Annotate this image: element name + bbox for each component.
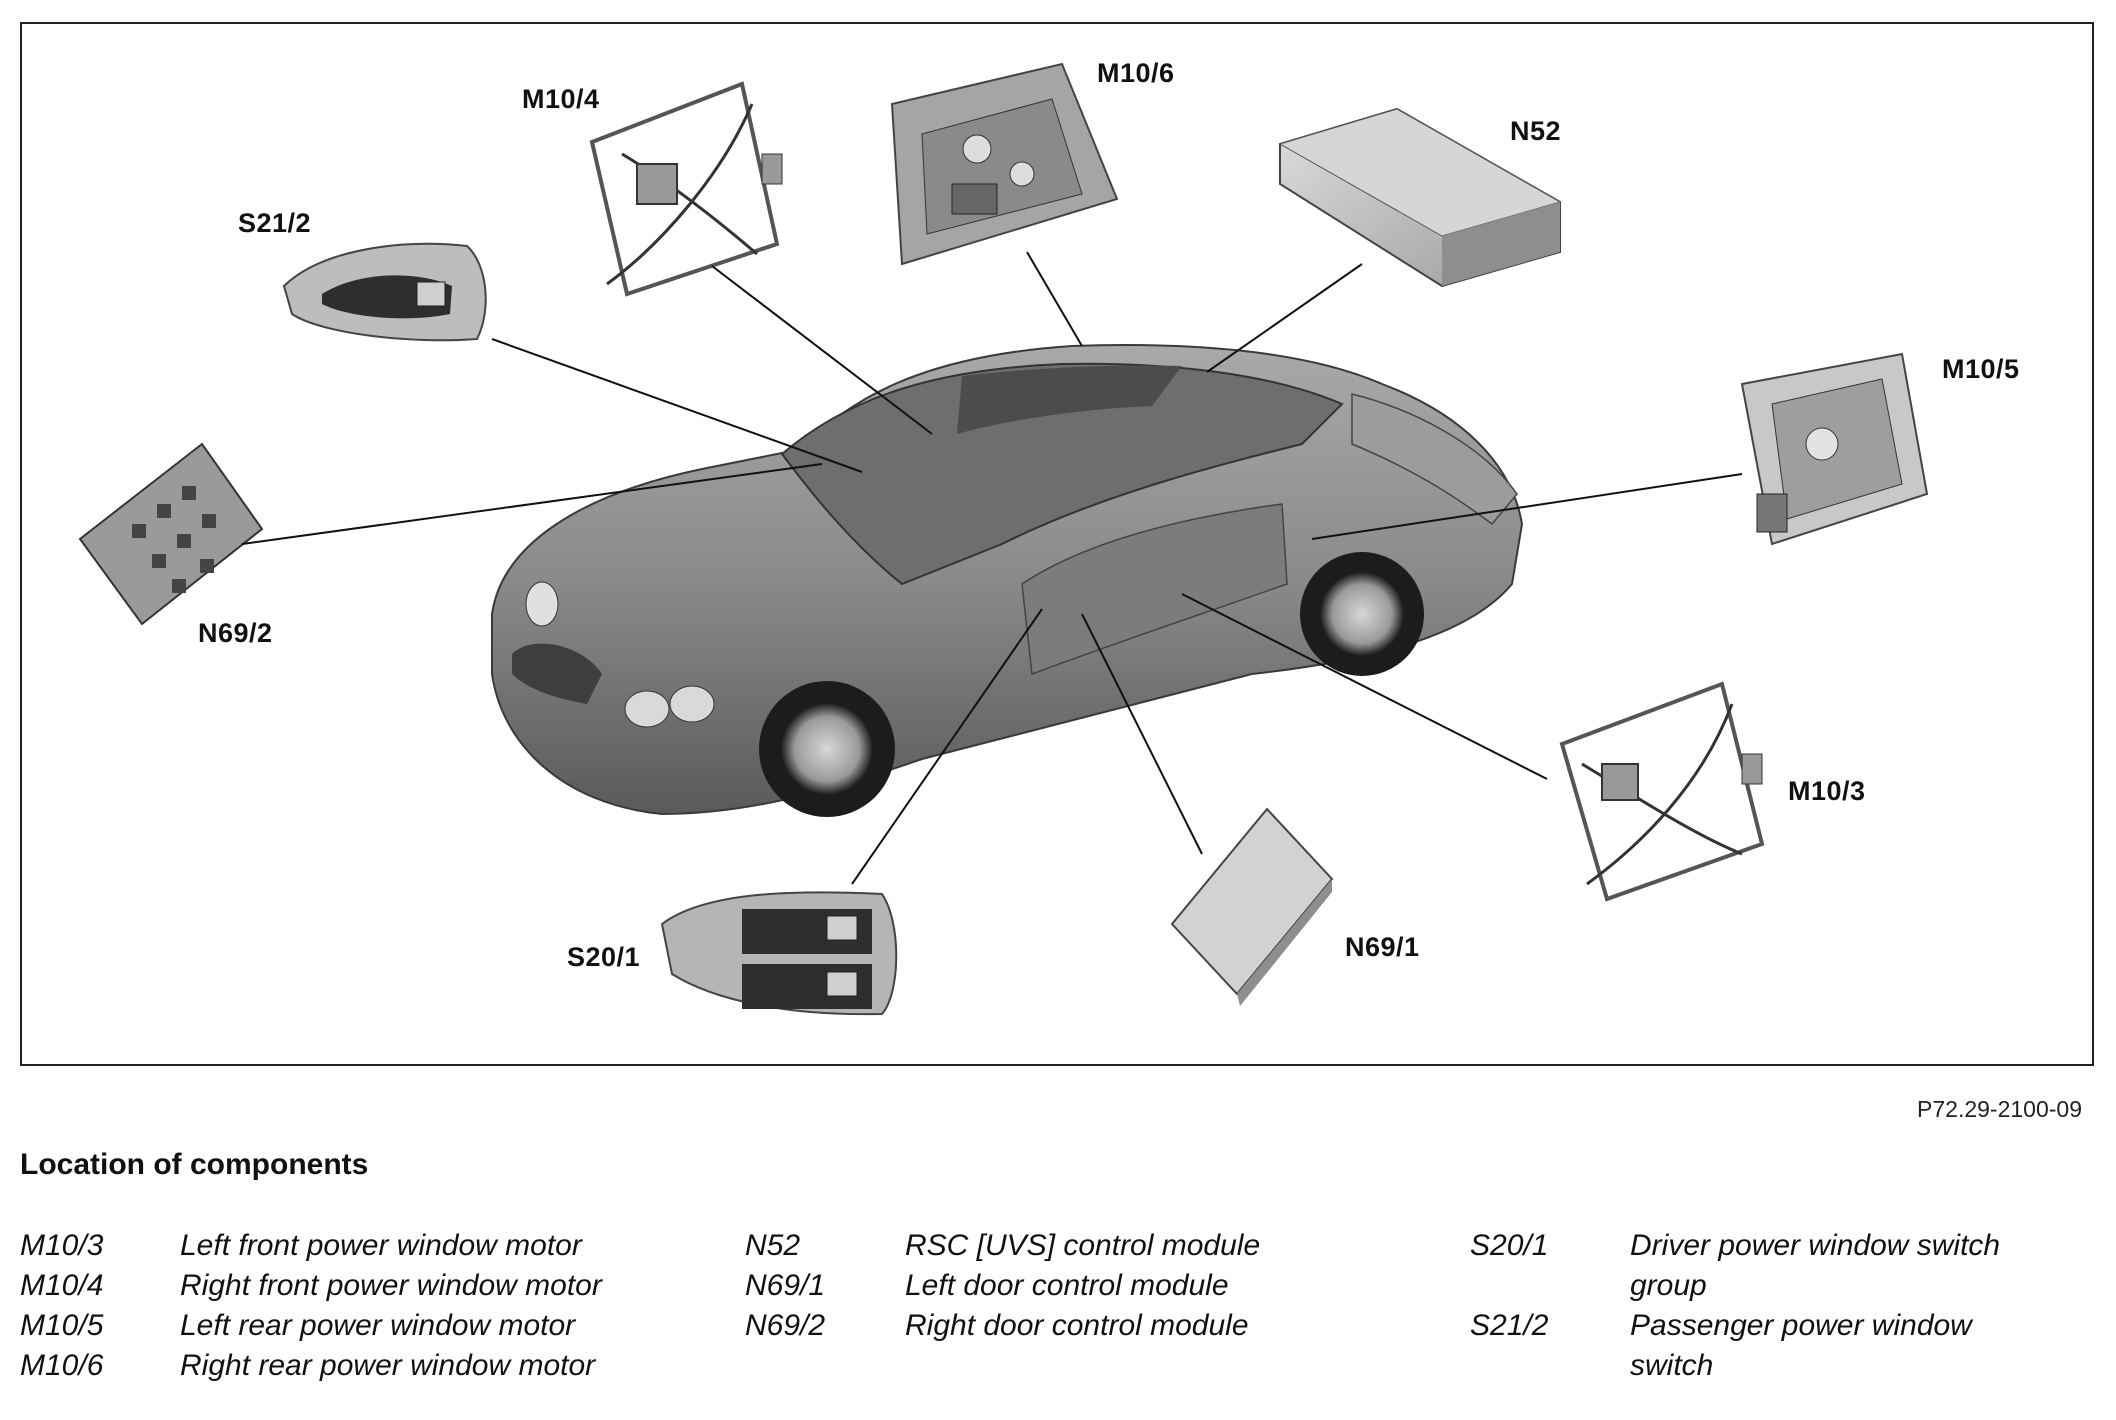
leader-m10-6	[1026, 251, 1083, 347]
legend-item: N69/2 Right door control module	[745, 1306, 1445, 1346]
legend-item: S20/1 Driver power window switch group	[1470, 1226, 2060, 1306]
legend-description: Right rear power window motor	[180, 1349, 596, 1382]
legend-code: N52	[745, 1229, 801, 1262]
component-m10-6	[890, 62, 1119, 266]
component-location-figure: M10/4 M10/6 N52 S21/2 M10/5 N69/2 M10/3 …	[20, 22, 2094, 1066]
car-illustration	[491, 343, 1524, 817]
leader-n69-2	[241, 463, 823, 545]
component-n52	[1278, 107, 1562, 288]
callout-m10-5: M10/5	[1942, 354, 2020, 384]
legend-description: Left rear power window motor	[180, 1309, 576, 1342]
legend-description: Left front power window motor	[180, 1229, 582, 1262]
callout-m10-3: M10/3	[1788, 776, 1866, 806]
legend-code: M10/4	[20, 1269, 104, 1302]
callout-s20-1: S20/1	[567, 942, 641, 972]
legend-column-2: N52 RSC [UVS] control module N69/1 Left …	[745, 1226, 1445, 1346]
legend-title: Location of components	[20, 1148, 369, 1181]
leader-m10-3	[1181, 593, 1548, 780]
legend-code: M10/3	[20, 1229, 104, 1262]
car-grille	[512, 643, 602, 704]
component-s20-1	[660, 891, 898, 1016]
legend-code: S20/1	[1470, 1229, 1549, 1262]
callout-s21-2: S21/2	[238, 208, 312, 238]
legend-item: N52 RSC [UVS] control module	[745, 1226, 1445, 1266]
legend-item: M10/5 Left rear power window motor	[20, 1306, 740, 1346]
legend-item: M10/3 Left front power window motor	[20, 1226, 740, 1266]
component-n69-2	[78, 442, 264, 626]
legend-code: M10/5	[20, 1309, 104, 1342]
legend-description: RSC [UVS] control module	[905, 1229, 1261, 1262]
headlight-left	[624, 690, 670, 728]
component-m10-4	[589, 81, 783, 297]
legend-description: Driver power window switch group	[1630, 1229, 2001, 1302]
headlight-front-left	[525, 581, 559, 627]
callout-m10-4: M10/4	[522, 84, 600, 114]
legend-description: Left door control module	[905, 1269, 1229, 1302]
car-trunk	[1351, 393, 1518, 526]
rear-wheel-rim	[1320, 572, 1404, 656]
legend-description: Right door control module	[905, 1309, 1249, 1342]
legend-item: N69/1 Left door control module	[745, 1266, 1445, 1306]
callout-n69-2: N69/2	[198, 618, 273, 648]
leader-n69-1	[1081, 613, 1203, 855]
legend-code: N69/1	[745, 1269, 826, 1302]
callout-m10-6: M10/6	[1097, 58, 1175, 88]
legend-column-1: M10/3 Left front power window motor M10/…	[20, 1226, 740, 1386]
legend-column-3: S20/1 Driver power window switch group S…	[1470, 1226, 2060, 1386]
figure-reference-number: P72.29-2100-09	[1917, 1096, 2082, 1122]
legend-code: M10/6	[20, 1349, 104, 1382]
car-windshield-cabin	[780, 362, 1344, 586]
legend-description: Right front power window motor	[180, 1269, 602, 1302]
component-m10-3	[1559, 681, 1765, 902]
component-s21-2	[282, 242, 487, 342]
leader-s20-1	[851, 608, 1043, 885]
callout-n69-1: N69/1	[1345, 932, 1420, 962]
diagram-canvas	[78, 62, 1929, 1016]
callout-n52: N52	[1510, 116, 1562, 146]
component-n69-1	[1170, 807, 1334, 1006]
front-wheel-rim	[781, 703, 873, 795]
legend-item: S21/2 Passenger power window switch	[1470, 1306, 2060, 1386]
car-roof-opening	[957, 365, 1182, 434]
leader-n52	[1206, 263, 1363, 373]
leader-m10-4	[711, 265, 933, 435]
legend-item: M10/4 Right front power window motor	[20, 1266, 740, 1306]
legend-description: Passenger power window switch	[1630, 1309, 1972, 1382]
leader-m10-5	[1311, 473, 1743, 540]
component-m10-5	[1740, 352, 1929, 546]
leader-s21-2	[491, 338, 863, 473]
headlight-right	[669, 685, 715, 723]
legend-item: M10/6 Right rear power window motor	[20, 1346, 740, 1386]
leader-lines	[241, 251, 1743, 885]
legend-code: S21/2	[1470, 1309, 1549, 1342]
legend-code: N69/2	[745, 1309, 826, 1342]
